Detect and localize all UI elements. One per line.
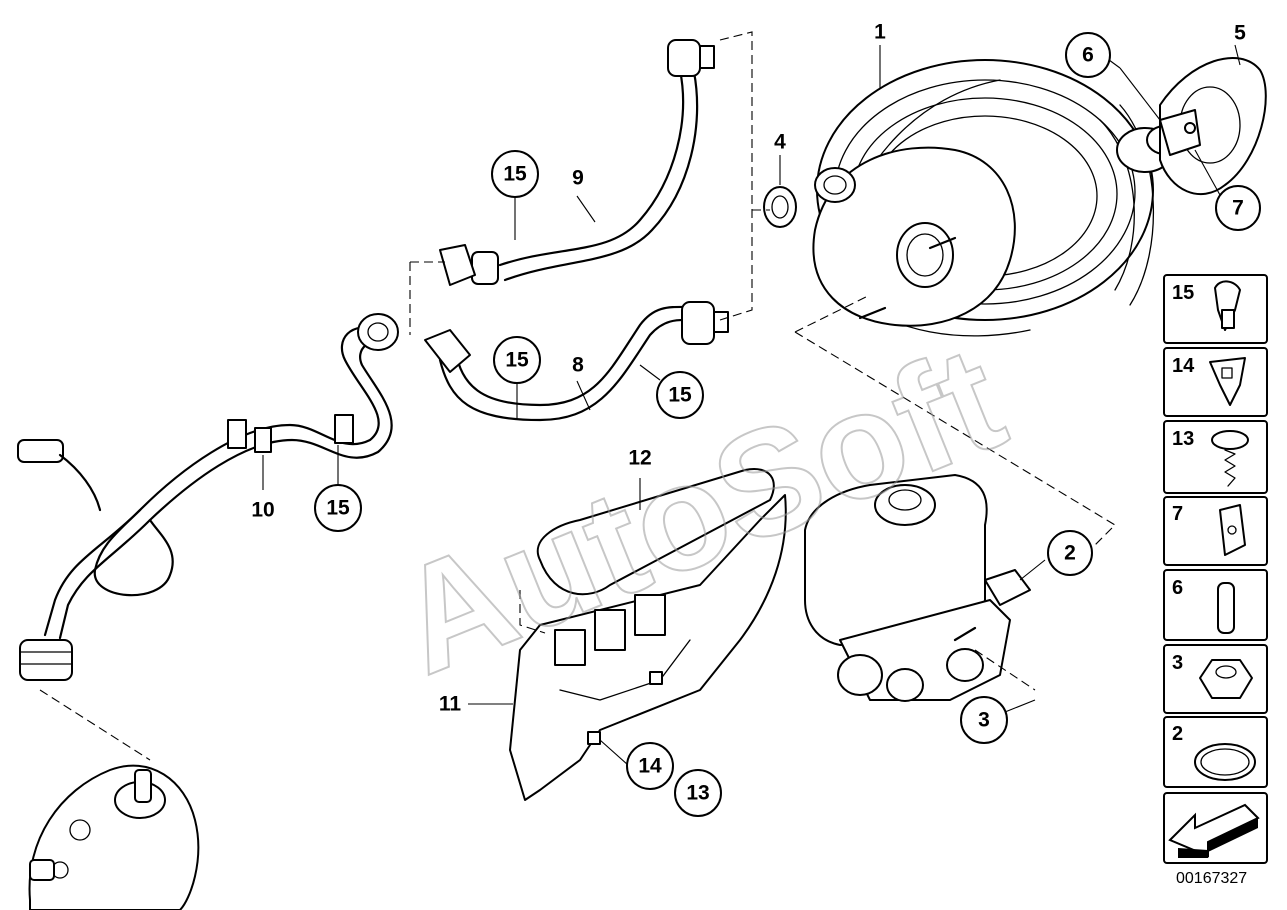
legend-panel: 15 14 13 7 6 <box>1163 274 1268 887</box>
svg-text:6: 6 <box>1172 577 1183 599</box>
legend-row-6: 6 <box>1163 569 1268 641</box>
hose-8 <box>424 301 729 422</box>
callout-15-a: 15 <box>491 150 539 198</box>
arrow-box <box>1163 792 1268 864</box>
hose-9 <box>439 39 715 286</box>
svg-text:7: 7 <box>1172 503 1183 525</box>
callout-2: 2 <box>1047 530 1093 576</box>
svg-text:3: 3 <box>1172 652 1183 674</box>
callout-13: 13 <box>674 769 722 817</box>
svg-text:13: 13 <box>686 782 709 805</box>
svg-text:7: 7 <box>1232 197 1244 220</box>
callout-15-c: 15 <box>656 371 704 419</box>
heat-shield <box>509 468 787 801</box>
grommet <box>763 186 797 228</box>
gasket-plate <box>1159 56 1267 196</box>
svg-text:15: 15 <box>668 384 692 407</box>
callout-7: 7 <box>1215 185 1261 231</box>
callout-3: 3 <box>960 696 1008 744</box>
svg-text:15: 15 <box>1172 282 1194 304</box>
svg-text:6: 6 <box>1082 44 1094 67</box>
callout-5: 5 <box>1234 22 1246 45</box>
vacuum-pump <box>28 764 200 910</box>
svg-text:15: 15 <box>505 349 529 372</box>
svg-text:3: 3 <box>978 709 990 732</box>
hose-10 <box>17 313 399 681</box>
callout-14: 14 <box>626 742 674 790</box>
legend-row-2: 2 <box>1163 716 1268 788</box>
callout-11: 11 <box>439 693 462 716</box>
legend-row-14: 14 <box>1163 347 1268 417</box>
callout-circles: 6 7 15 15 15 15 2 3 <box>314 32 1261 817</box>
svg-text:2: 2 <box>1172 723 1183 745</box>
svg-text:2: 2 <box>1064 542 1076 565</box>
callout-10: 10 <box>251 499 274 522</box>
leader-lines <box>39 31 1241 766</box>
callout-labels: 1 4 5 8 9 10 11 12 <box>251 21 1246 716</box>
pin-clip <box>1159 109 1201 156</box>
svg-text:13: 13 <box>1172 428 1194 450</box>
callout-12: 12 <box>628 447 651 470</box>
callout-6: 6 <box>1065 32 1111 78</box>
brake-booster <box>812 59 1184 337</box>
callout-4: 4 <box>774 131 786 154</box>
master-cylinder <box>804 474 1031 702</box>
legend-row-15: 15 <box>1163 274 1268 344</box>
svg-text:15: 15 <box>503 163 527 186</box>
callout-15-d: 15 <box>314 484 362 532</box>
legend-row-13: 13 <box>1163 420 1268 494</box>
callout-8: 8 <box>572 354 584 377</box>
callout-9: 9 <box>572 167 584 190</box>
legend-row-7: 7 <box>1163 496 1268 566</box>
callout-15-b: 15 <box>493 336 541 384</box>
svg-text:14: 14 <box>638 755 662 778</box>
callout-1: 1 <box>874 21 886 44</box>
diagram-id: 00167327 <box>1176 870 1247 887</box>
legend-row-3: 3 <box>1163 644 1268 714</box>
svg-text:15: 15 <box>326 497 350 520</box>
svg-text:14: 14 <box>1172 355 1195 377</box>
